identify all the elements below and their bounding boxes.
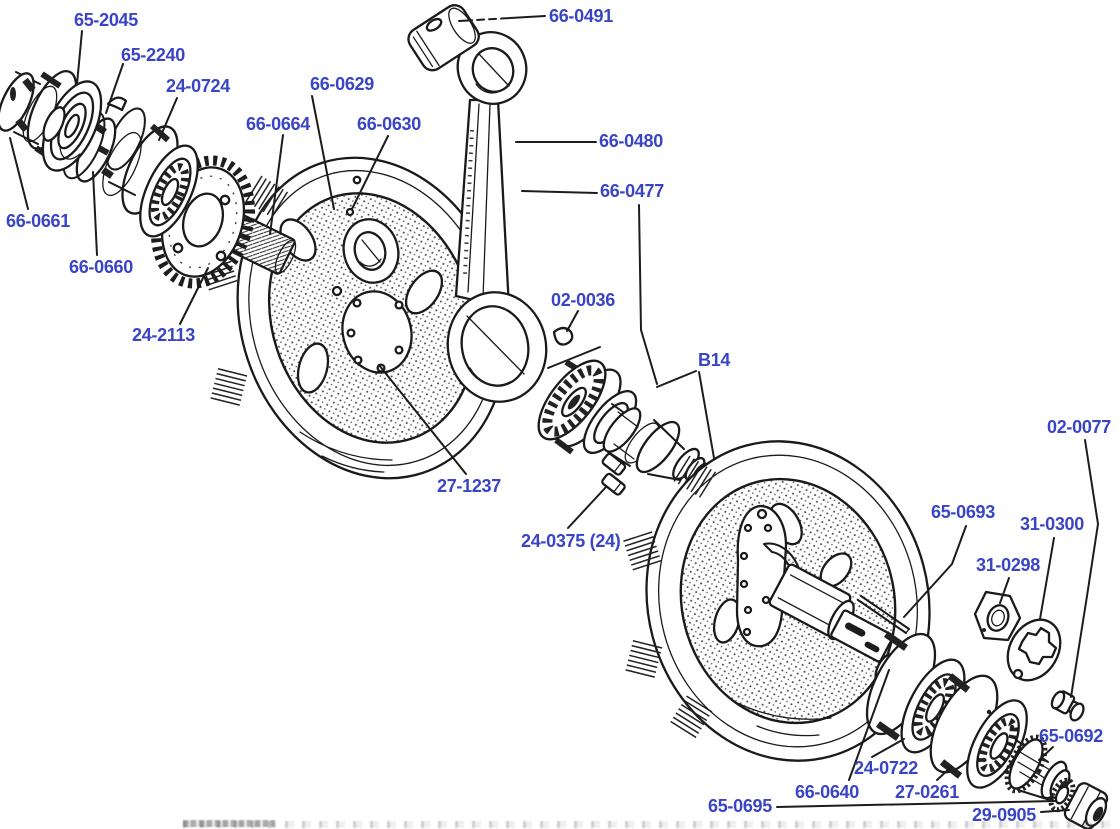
rod-big-end [446, 291, 548, 403]
part-label-65-0695: 65-0695 [708, 796, 772, 816]
part-label-29-0905: 29-0905 [972, 805, 1036, 825]
part-label-66-0640: 66-0640 [795, 782, 859, 802]
part-label-24-2113: 24-2113 [132, 325, 195, 345]
part-label-b14: B14 [698, 350, 731, 370]
cropped-caption-remnant [183, 821, 1118, 828]
part-label-31-0298: 31-0298 [976, 555, 1040, 575]
part-label-27-0261: 27-0261 [895, 782, 959, 802]
woodruff-key [552, 326, 574, 346]
part-label-65-0692: 65-0692 [1039, 726, 1103, 746]
connecting-rod [407, 4, 548, 403]
lock-screw [1050, 690, 1085, 722]
part-label-24-0722: 24-0722 [854, 758, 918, 778]
right-flywheel [622, 440, 931, 762]
part-label-66-0491: 66-0491 [549, 6, 613, 26]
drive-side-shaft-assembly [537, 326, 716, 496]
part-label-66-0664: 66-0664 [246, 114, 310, 134]
part-label-24-0724: 24-0724 [166, 76, 230, 96]
big-end-rollers [601, 452, 627, 496]
part-label-24-0375: 24-0375 (24) [521, 531, 621, 551]
leader-lines [9, 15, 1099, 813]
roller-bearing [121, 123, 199, 238]
drive-side-bearings [865, 590, 1109, 829]
part-label-66-0477: 66-0477 [600, 181, 664, 201]
part-label-02-0036: 02-0036 [551, 290, 615, 310]
part-label-65-2045: 65-2045 [74, 10, 138, 30]
part-label-27-1237: 27-1237 [437, 476, 501, 496]
rod-small-end [456, 31, 528, 105]
part-label-31-0300: 31-0300 [1020, 514, 1084, 534]
part-label-66-0480: 66-0480 [599, 131, 663, 151]
part-label-65-0693: 65-0693 [931, 502, 995, 522]
cropped-caption-remnant-start [183, 820, 275, 827]
part-label-66-0660: 66-0660 [69, 257, 133, 277]
part-label-66-0630: 66-0630 [357, 114, 421, 134]
part-label-66-0661: 66-0661 [6, 211, 70, 231]
part-label-66-0629: 66-0629 [310, 74, 374, 94]
ball-bearing [26, 70, 103, 172]
lock-nut [0, 71, 66, 145]
left-flywheel [198, 156, 508, 480]
part-label-02-0077: 02-0077 [1047, 417, 1111, 437]
part-label-65-2240: 65-2240 [121, 45, 185, 65]
timing-side-parts [0, 70, 297, 289]
